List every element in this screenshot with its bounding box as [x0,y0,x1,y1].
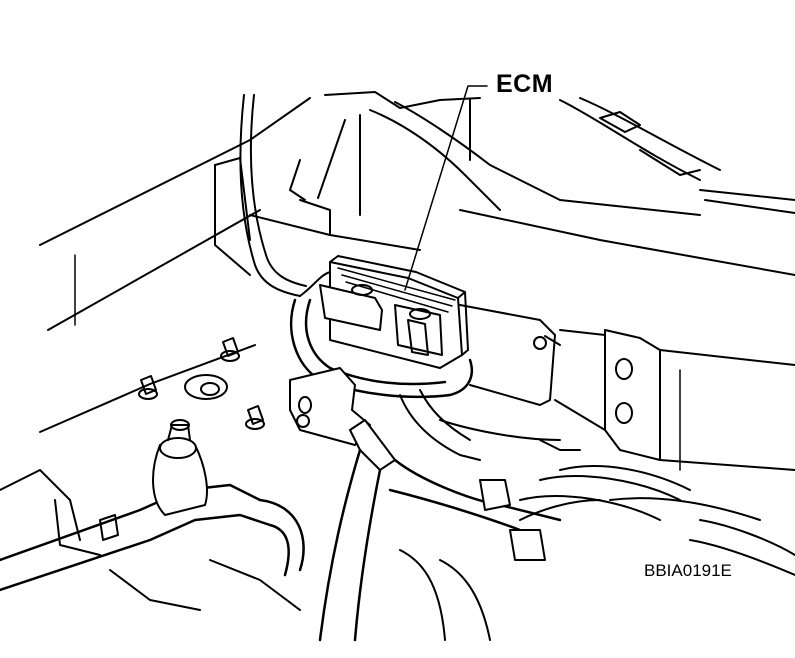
callout-leader [405,86,487,290]
lower-left-parts [0,470,300,610]
ac-pipe [0,420,304,590]
panel-bolt [221,338,239,361]
cowl-structure [215,92,795,275]
harness-wire-top-2 [251,95,306,286]
wiring-harness [291,272,472,397]
ecm-connector [320,285,442,355]
figure-id: BBIA0191E [644,561,732,580]
lower-hoses [320,390,560,640]
side-bracket [555,330,795,470]
harness-wire-top [240,95,300,296]
panel-bolt [246,406,264,429]
harness-clamp [290,368,370,445]
panel-bolt [139,376,157,399]
ecm-callout-label: ECM [496,70,554,98]
panel-hole [185,375,227,399]
lower-right-parts [400,440,795,640]
